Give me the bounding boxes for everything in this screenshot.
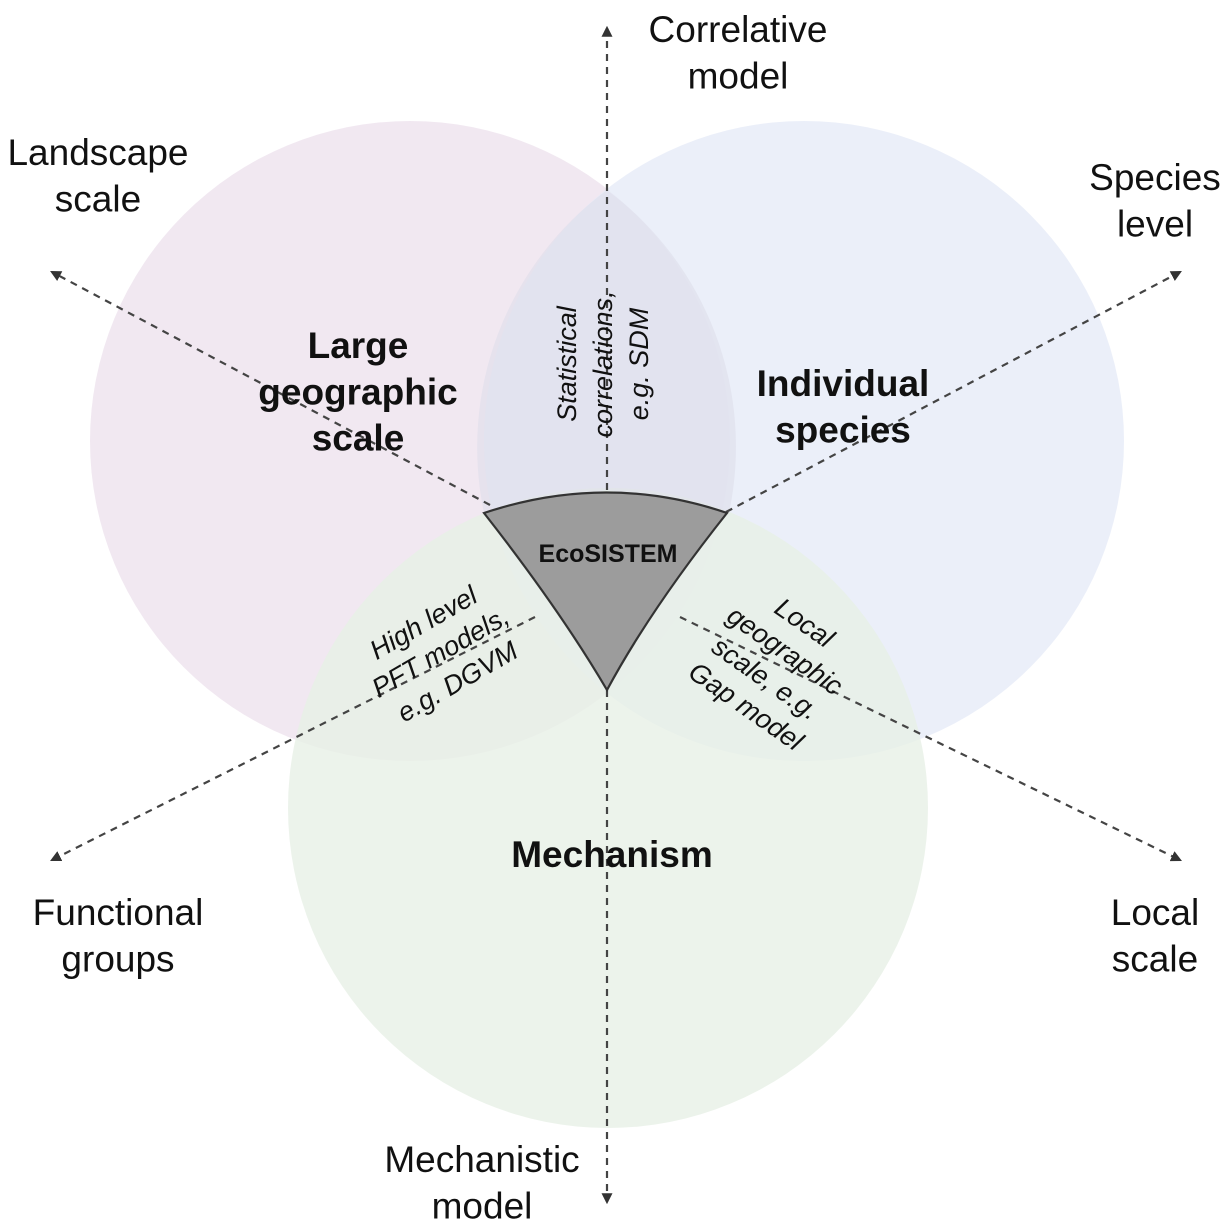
label-ecosistem: EcoSISTEM — [539, 540, 678, 568]
overlap-shade-top — [477, 190, 736, 513]
ecosistem-region — [482, 491, 729, 693]
axis-landscape — [50, 270, 491, 506]
label-mechanism: Mechanism — [511, 834, 713, 875]
axis-local-scale — [679, 616, 1182, 862]
